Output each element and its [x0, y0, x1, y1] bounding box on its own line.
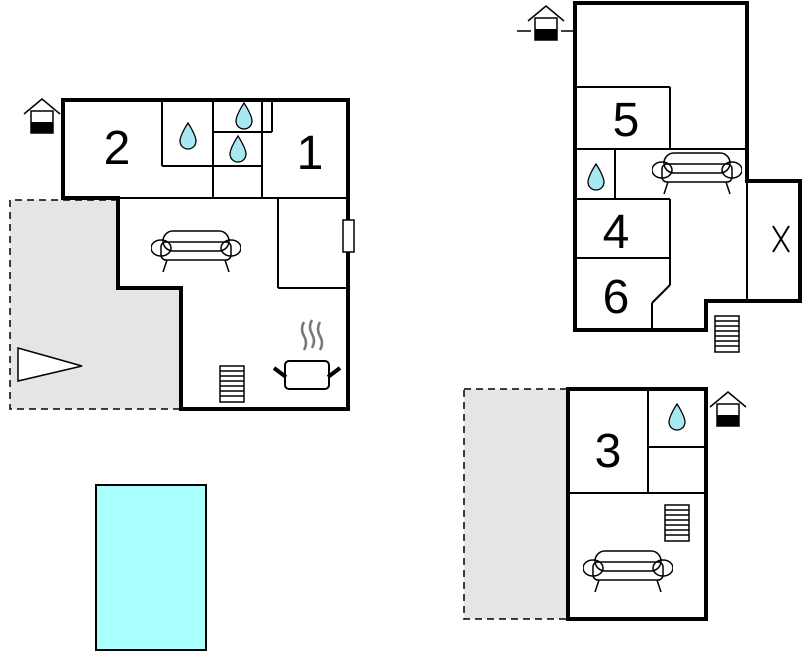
- stairs-icon: [664, 504, 690, 542]
- lower-right-building: 3: [463, 387, 747, 621]
- room-number-3: 3: [595, 425, 622, 478]
- room-number-5: 5: [613, 94, 640, 147]
- left-terrace: [9, 199, 182, 410]
- sofa-icon: [151, 230, 241, 273]
- room-number-1: 1: [297, 127, 324, 180]
- bathroom-drop-icon: [587, 163, 605, 191]
- room-number-6: 6: [603, 271, 630, 324]
- entrance-house-icon: [527, 5, 565, 41]
- sofa-icon: [652, 152, 742, 195]
- bathroom-drop-icon: [668, 403, 686, 431]
- window: [342, 219, 355, 253]
- kitchen-pot-icon: [272, 319, 342, 390]
- entrance-house-icon: [23, 98, 61, 134]
- swimming-pool: [95, 484, 207, 651]
- entrance-house-icon: [709, 391, 747, 427]
- lower-outer-wall: [566, 387, 708, 621]
- terrace-triangle-icon: [17, 347, 83, 382]
- right-terrace: [463, 388, 569, 620]
- stairs-icon: [714, 315, 740, 353]
- room-number-4: 4: [603, 206, 630, 259]
- room-number-2: 2: [104, 122, 131, 175]
- bathroom-drop-icon: [179, 122, 197, 150]
- bathroom-drop-icon: [229, 135, 247, 163]
- upper-right-building: 5 4 6: [517, 1, 802, 353]
- bathroom-drop-icon: [235, 102, 253, 130]
- left-building: 2 1: [9, 98, 355, 411]
- stairs-icon: [219, 365, 245, 403]
- sofa-icon: [583, 550, 673, 593]
- upper-outer-wall: [573, 1, 802, 332]
